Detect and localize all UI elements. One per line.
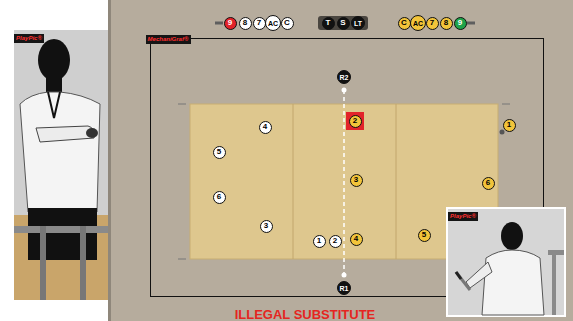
- marker-number: 8: [243, 19, 247, 27]
- referee-pants: [28, 208, 97, 260]
- logo-tag: PlayPic®: [448, 212, 478, 221]
- extension-tick: [178, 104, 186, 105]
- marker-number: 7: [257, 19, 261, 27]
- player-marker: C: [281, 17, 294, 30]
- marker-number: 9: [458, 19, 462, 27]
- player-marker: 4: [259, 121, 272, 134]
- highlighted-player: 2: [346, 112, 364, 130]
- marker-number: 3: [264, 222, 268, 230]
- attack-line: [293, 104, 294, 259]
- panel-ground: [110, 0, 573, 321]
- stand-post: [552, 250, 556, 315]
- stand-rail: [14, 226, 112, 233]
- marker-number: 4: [354, 235, 358, 243]
- marker-number: 9: [228, 19, 232, 27]
- player-marker: 3: [260, 220, 273, 233]
- marker-number: R1: [340, 285, 349, 292]
- marker-number: 1: [507, 121, 511, 129]
- marker-number: 6: [486, 179, 490, 187]
- marker-number: S: [340, 19, 345, 27]
- marker-number: 2: [349, 115, 362, 128]
- player-marker: 9: [224, 17, 237, 30]
- inset-ground: [447, 208, 565, 316]
- marker-number: 7: [430, 19, 434, 27]
- diagram-title: ILLEGAL SUBSTITUTE: [235, 305, 376, 321]
- logo-text: PlayPic®: [16, 35, 42, 41]
- marker-number: 4: [263, 123, 267, 131]
- official-marker: R2: [337, 70, 351, 84]
- marker-number: T: [326, 19, 331, 27]
- referee-collar: [48, 92, 60, 118]
- player-marker: 6: [213, 191, 226, 204]
- bench-bar: [215, 22, 223, 25]
- referee-arm: [36, 126, 94, 142]
- stand-post: [80, 226, 86, 300]
- player-marker: AC: [410, 15, 426, 31]
- marker-number: 8: [444, 19, 448, 27]
- referee-head: [501, 222, 523, 250]
- stand-post: [40, 226, 46, 300]
- logo-text: MechaniGraf®: [148, 36, 189, 42]
- marker-number: 2: [333, 237, 337, 245]
- bench-bar: [467, 22, 475, 25]
- player-marker: 3: [350, 174, 363, 187]
- player-marker: 7: [253, 17, 266, 30]
- extension-tick: [178, 259, 186, 260]
- referee-arm: [466, 262, 492, 288]
- whistle-dot: [500, 130, 505, 135]
- official-marker: S: [337, 17, 350, 30]
- title-text: ILLEGAL SUBSTITUTE: [235, 308, 376, 321]
- player-marker: 9: [454, 17, 467, 30]
- marker-number: 5: [217, 148, 221, 156]
- marker-number: C: [284, 19, 290, 27]
- officials-table: [318, 16, 368, 30]
- attack-line: [396, 104, 397, 259]
- referee-hand: [86, 128, 98, 138]
- player-marker: 4: [350, 233, 363, 246]
- photo-ground: [14, 30, 112, 300]
- player-marker: 1: [313, 235, 326, 248]
- marker-number: AC: [268, 20, 278, 27]
- net-post: [342, 88, 347, 93]
- player-marker: 5: [418, 229, 431, 242]
- marker-number: LT: [354, 20, 362, 27]
- logo-tag: PlayPic®: [14, 34, 44, 43]
- player-marker: 7: [426, 17, 439, 30]
- marker-number: 1: [317, 237, 321, 245]
- player-marker: 5: [213, 146, 226, 159]
- flag: [456, 272, 470, 290]
- referee-shirt: [482, 250, 544, 315]
- player-marker: 6: [482, 177, 495, 190]
- net-post: [342, 273, 347, 278]
- extension-tick: [502, 104, 510, 105]
- marker-number: C: [401, 19, 407, 27]
- marker-number: AC: [413, 20, 423, 27]
- logo-tag: MechaniGraf®: [146, 35, 191, 44]
- referee-shirt: [20, 92, 100, 212]
- flag-tip: [456, 272, 461, 279]
- player-marker: AC: [265, 15, 281, 31]
- player-marker: 8: [239, 17, 252, 30]
- official-marker: LT: [351, 16, 365, 30]
- marker-number: R2: [340, 74, 349, 81]
- marker-number: 6: [217, 193, 221, 201]
- net-line: [343, 90, 345, 275]
- player-marker: 8: [440, 17, 453, 30]
- official-marker: T: [322, 17, 335, 30]
- logo-text: PlayPic®: [450, 213, 476, 219]
- referee-head: [38, 39, 70, 81]
- player-marker: 1: [503, 119, 516, 132]
- player-marker: C: [398, 17, 411, 30]
- marker-number: 5: [422, 231, 426, 239]
- panel-shadow: [108, 0, 111, 321]
- marker-number: 3: [354, 176, 358, 184]
- official-marker: R1: [337, 281, 351, 295]
- player-marker: 2: [329, 235, 342, 248]
